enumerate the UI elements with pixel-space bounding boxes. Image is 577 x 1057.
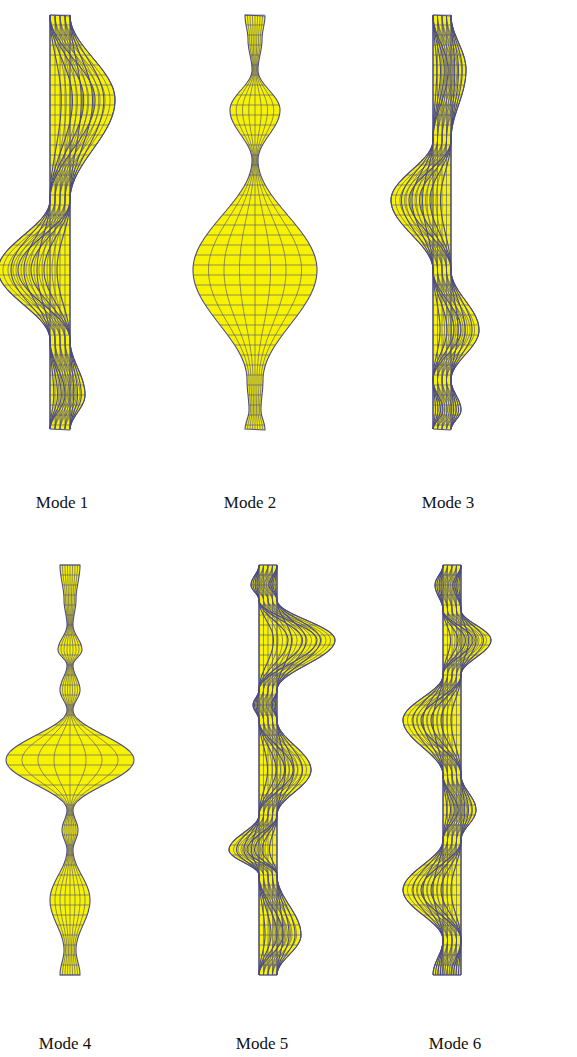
mesh-line [38,565,69,975]
mesh-line [241,565,307,975]
breathing-mode-shape [6,565,134,975]
mesh-line [54,565,69,975]
mesh-line [72,565,103,975]
mode-label: Mode 4 [39,1034,91,1054]
mesh-line [224,15,254,429]
mesh-line [72,565,118,975]
mode-label: Mode 2 [224,493,276,513]
mesh-line [49,15,50,429]
mesh-line [409,15,479,429]
mesh-line [432,15,433,429]
mesh-line [441,565,476,975]
mesh-line [0,265,70,266]
mesh-line [0,275,70,276]
mesh-line [229,565,317,975]
bending-mode-shape [0,15,115,430]
mode-label: Mode 1 [36,493,88,513]
mesh-line [415,15,468,429]
mode-label: Mode 5 [236,1034,288,1054]
mode-label: Mode 6 [429,1034,481,1054]
mode-label: Mode 3 [422,493,474,513]
mesh-line [209,15,253,429]
mesh-line [3,15,100,429]
mesh-line [412,565,482,975]
mesh-line [420,15,473,429]
mesh-line [423,565,458,975]
mesh-fill [403,565,491,975]
mesh-line [400,15,470,429]
mesh-line [243,565,331,975]
mesh-line [256,15,271,429]
mesh-line [252,565,274,975]
mesh-line [417,565,487,975]
mesh-line [258,565,259,975]
mesh-line [247,565,335,975]
mesh-line [391,15,461,429]
mesh-line [405,15,475,429]
mesh-line [258,565,302,975]
mesh-line [22,565,68,975]
mesh-line [240,15,255,429]
breathing-mode-shape [193,15,317,430]
mesh-line [238,565,326,975]
mesh-line [244,565,288,975]
mesh-line [70,565,71,975]
mesh-line [11,15,84,429]
mesh-fill [193,15,317,430]
bending-mode-shape [403,565,491,975]
mesh-fill [0,15,115,430]
mesh-line [257,15,301,429]
mesh-line [257,15,287,429]
mesh-line [255,15,256,429]
mesh-line [421,565,491,975]
mesh-line [18,15,115,429]
mesh-line [408,565,478,975]
mesh-line [71,565,86,975]
mesh-line [8,15,105,429]
bending-mode-shape [229,565,335,975]
mesh-line [403,565,473,975]
mesh-line [13,15,110,429]
mesh-line [234,565,322,975]
mesh-fill [391,15,479,430]
mesh-line [0,15,95,429]
mesh-fill [6,565,134,975]
mesh-fill [229,565,335,975]
bending-mode-shape [391,15,479,430]
